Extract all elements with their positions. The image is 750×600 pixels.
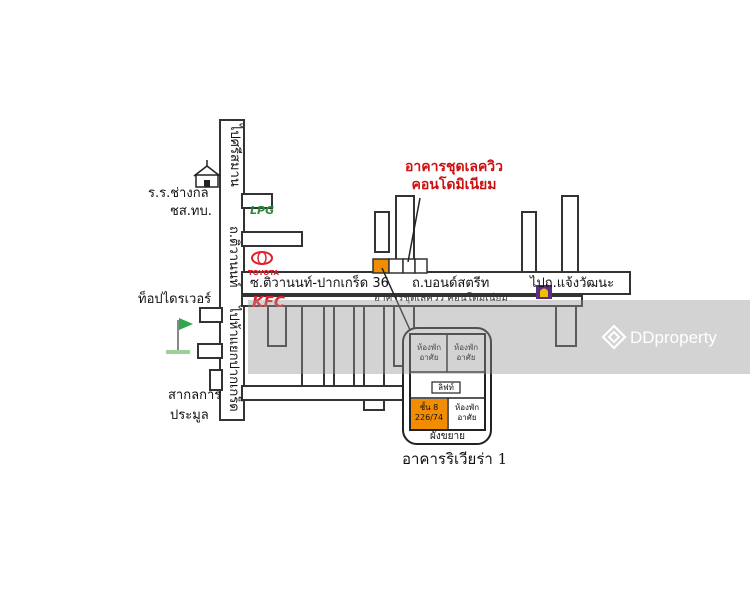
shrine-icon bbox=[540, 288, 548, 297]
to-chaengwattana-label: ไปถ.แจ้งวัฒนะ bbox=[530, 276, 615, 291]
room-bottom-right: ห้องพัก อาศัย bbox=[454, 403, 480, 422]
watermark-text: DDproperty bbox=[630, 328, 717, 347]
unit-highlight bbox=[411, 399, 447, 429]
condo-callout: อาคารชุดเลควิว คอนโดมิเนียม bbox=[398, 158, 510, 194]
customs-label-2: ประมูล bbox=[170, 408, 209, 423]
small-building-label: อาคารชุดเลควิว คอนโดมิเนียม bbox=[374, 293, 508, 304]
plan-label: ผังขยาย bbox=[430, 431, 465, 442]
lift-label: ลิฟท์ bbox=[438, 383, 454, 392]
condo-highlight bbox=[372, 258, 390, 274]
building-block bbox=[414, 258, 428, 274]
tiwanon-road bbox=[219, 119, 245, 421]
school-icon bbox=[193, 160, 221, 188]
to-pakkred-junction-label: ไปห้าแยกปากเกร็ด bbox=[226, 306, 241, 412]
customs-label: สากลการ bbox=[168, 388, 222, 403]
side-street bbox=[374, 211, 390, 253]
side-street bbox=[209, 369, 223, 391]
kfc-logo: KFC bbox=[252, 293, 285, 311]
toyota-logo: TOYOTA bbox=[248, 269, 279, 277]
ddproperty-logo-icon bbox=[601, 324, 627, 350]
unit-label: ชั้น 8 226/74 bbox=[414, 403, 444, 422]
side-street bbox=[241, 193, 273, 209]
side-street bbox=[363, 305, 385, 411]
side-street bbox=[267, 305, 287, 347]
soi-tiwanon-road bbox=[241, 271, 631, 295]
callout-pointer bbox=[407, 197, 421, 263]
school-label-2: ชส.ทบ. bbox=[170, 204, 212, 219]
soi-tiwanon-label: ซ.ติวานนท์-ปากเกร็ด 36 bbox=[250, 276, 389, 291]
watermark-band bbox=[248, 300, 750, 374]
to-srimaan-label: ไปศรีสมาน bbox=[227, 124, 242, 187]
toyota-logo-icon bbox=[251, 251, 273, 265]
golf-flag-icon bbox=[166, 318, 193, 354]
callout-line-1: อาคารชุดเลควิว bbox=[404, 159, 504, 175]
side-street bbox=[197, 343, 223, 359]
room-top-right: ห้องพัก อาศัย bbox=[453, 343, 479, 362]
room-top-left: ห้องพัก อาศัย bbox=[416, 343, 442, 362]
building-block bbox=[402, 258, 416, 274]
zoom-pointer bbox=[381, 267, 411, 331]
top-driver-label: ท็อปไดรเวอร์ bbox=[138, 292, 212, 307]
building-block bbox=[388, 258, 404, 274]
callout-line-2: คอนโดมิเนียม bbox=[411, 177, 497, 193]
side-street bbox=[241, 385, 413, 401]
side-street bbox=[521, 211, 537, 273]
lpg-logo: LPG bbox=[250, 204, 275, 217]
side-street bbox=[555, 305, 577, 347]
bond-street-label: ถ.บอนด์สตรีท bbox=[412, 276, 490, 291]
school-label: ร.ร.ช่างกล bbox=[148, 186, 209, 201]
riviera-label: อาคารริเวียร่า 1 bbox=[402, 450, 508, 468]
side-street bbox=[241, 231, 303, 247]
side-street bbox=[199, 307, 223, 323]
side-street bbox=[561, 195, 579, 273]
tiwanon-road-label: ถ.ติวานนท์ bbox=[226, 226, 241, 288]
lift-box bbox=[431, 381, 461, 394]
